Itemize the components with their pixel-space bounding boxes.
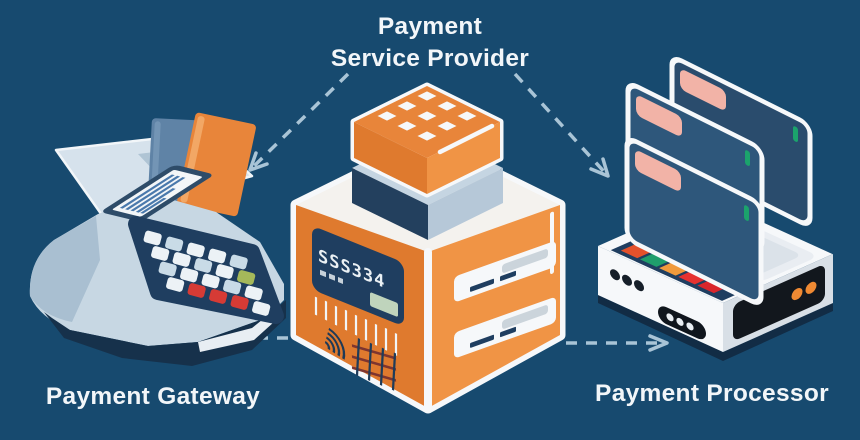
keypad-key-red <box>209 289 228 304</box>
psp-node-illustration: SSS334 <box>290 82 566 414</box>
keypad-key <box>180 267 199 283</box>
processor-label: Payment Processor <box>595 380 829 407</box>
keypad-key <box>201 273 220 289</box>
keypad-key <box>208 248 227 264</box>
gateway-node-illustration <box>29 112 286 366</box>
cube-left-face-details: SSS334 <box>312 228 404 391</box>
indicator-light <box>791 288 803 301</box>
arrowhead-down-left-icon <box>248 151 269 172</box>
hatch-pattern-icon <box>351 337 397 391</box>
terminal-display <box>103 165 212 221</box>
keypad-key-red <box>230 295 249 310</box>
drive-bay-slot-2 <box>454 297 556 358</box>
arrowhead-down-right-icon <box>589 157 610 178</box>
terminal-bottom-lip <box>198 312 274 352</box>
keypad-key <box>229 254 248 270</box>
terminal-underside <box>44 300 286 366</box>
lcd-screen <box>370 292 398 317</box>
keypad-key <box>158 261 177 277</box>
processor-front-face <box>598 246 723 352</box>
terminal-left-flank <box>29 216 100 322</box>
keypad-key-green <box>237 270 256 285</box>
keypad-key <box>172 252 191 267</box>
processing-card-front <box>624 138 764 305</box>
arrow-cube-to-processor <box>566 334 669 352</box>
keypad-cube <box>350 82 504 198</box>
screen-text-lines <box>119 174 186 214</box>
keypad-key <box>186 242 205 258</box>
drive-bay-slot-1 <box>454 241 556 302</box>
processor-shadow <box>598 295 833 361</box>
top-highlight-line <box>437 123 495 155</box>
indicator-light <box>805 281 817 294</box>
keypad-key <box>223 279 242 295</box>
processor-node-illustration <box>598 57 833 361</box>
tick-marks <box>314 296 398 356</box>
arrow-psp-to-processor <box>513 72 610 178</box>
gateway-label: Payment Gateway <box>46 383 260 410</box>
arrowhead-right-icon <box>648 334 669 352</box>
vent-dots <box>610 269 644 292</box>
keypad-key <box>215 264 234 279</box>
keypad-key <box>151 246 170 261</box>
display-subtext-marks <box>320 269 343 284</box>
keypad-key <box>244 285 263 301</box>
keypad-key <box>143 230 162 246</box>
keypad-key <box>252 301 271 316</box>
card-stripe <box>680 70 726 110</box>
side-black-panel <box>733 266 825 340</box>
edge-highlight-line <box>550 211 554 274</box>
processor-side-face <box>723 254 833 352</box>
keypad-key <box>194 258 213 273</box>
diagram-title-line2: Service Provider <box>331 45 529 72</box>
keypad-key <box>165 236 184 252</box>
diagram-title-line1: Payment <box>378 13 482 40</box>
keypad-keys <box>143 230 271 316</box>
card-stripe <box>635 151 681 191</box>
card-chip-mark <box>793 126 798 142</box>
keypad-key-red <box>187 283 206 298</box>
terminal-keypad <box>128 216 284 324</box>
contactless-icon <box>324 327 346 360</box>
arrow-psp-to-gateway <box>248 72 350 172</box>
card-chip-mark <box>745 150 750 166</box>
port-panel <box>658 306 706 340</box>
keypad-key <box>166 277 185 292</box>
card-stripe <box>636 96 682 136</box>
cube-right-face-details <box>454 211 556 358</box>
card-chip-mark <box>744 205 749 221</box>
